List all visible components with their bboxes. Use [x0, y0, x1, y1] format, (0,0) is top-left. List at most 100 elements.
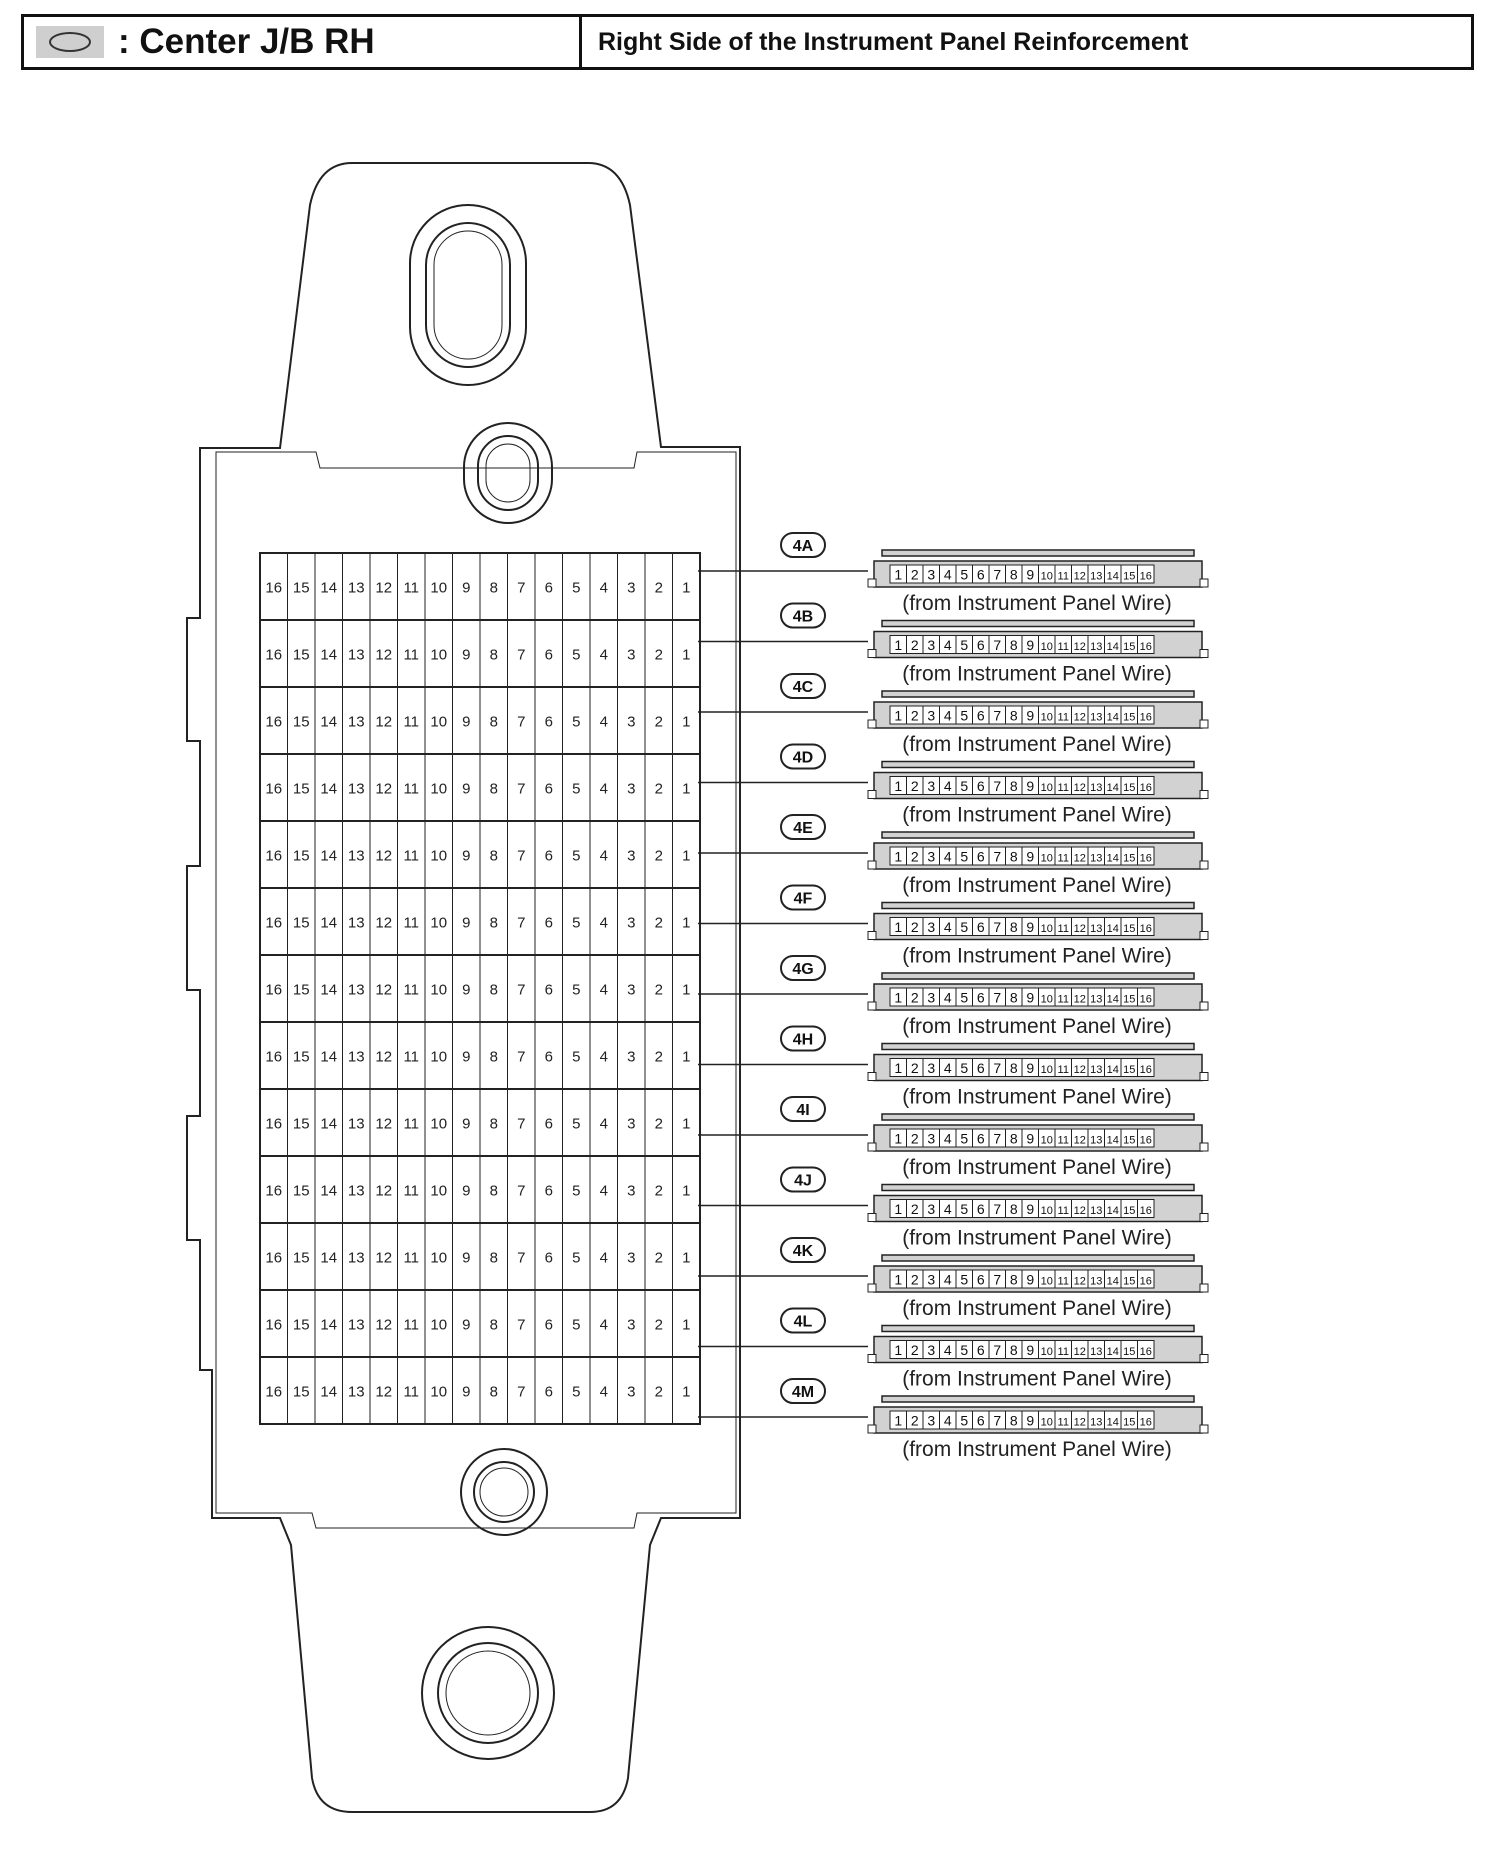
grid-pin-label: 4: [600, 848, 608, 865]
connector-pin-label: 11: [1058, 1205, 1069, 1217]
grid-pin-label: 2: [655, 1183, 663, 1200]
connector-pin-label: 4: [944, 1060, 952, 1076]
grid-pin-label: 12: [375, 580, 392, 597]
grid-pin-label: 1: [682, 1250, 690, 1267]
connector-latch-icon: [881, 760, 1195, 769]
connector-pin-label: 11: [1058, 712, 1069, 724]
grid-pin-label: 10: [430, 1250, 447, 1267]
connector-id-label: 4G: [792, 961, 813, 978]
connector-pin-label: 3: [927, 919, 935, 935]
connector-pin-label: 3: [927, 990, 935, 1006]
grid-pin-label: 14: [320, 1317, 337, 1334]
grid-pin-label: 8: [490, 1049, 498, 1066]
grid-pin-label: 2: [655, 1384, 663, 1401]
connector-latch-icon: [881, 901, 1195, 910]
grid-pin-label: 4: [600, 580, 608, 597]
grid-pin-label: 9: [462, 915, 470, 932]
connector-pin-label: 6: [977, 1413, 985, 1429]
connector-source-label: (from Instrument Panel Wire): [902, 804, 1172, 827]
grid-pin-label: 7: [517, 1250, 525, 1267]
grid-pin-label: 8: [490, 714, 498, 731]
grid-pin-label: 16: [265, 647, 282, 664]
grid-pin-label: 9: [462, 848, 470, 865]
grid-pin-label: 10: [430, 1049, 447, 1066]
connector-pin-label: 3: [927, 778, 935, 794]
connector-pin-label: 2: [911, 1413, 919, 1429]
connector-pin-label: 2: [911, 778, 919, 794]
connector-pin-label: 1: [894, 1060, 902, 1076]
connector-pin-label: 5: [960, 849, 968, 865]
connector-pin-label: 16: [1140, 994, 1152, 1006]
connector-pin-label: 11: [1058, 1276, 1069, 1288]
grid-pin-label: 9: [462, 1250, 470, 1267]
connector-source-label: (from Instrument Panel Wire): [902, 592, 1172, 615]
grid-pin-label: 8: [490, 1384, 498, 1401]
connector-pin-label: 16: [1140, 853, 1152, 865]
grid-pin-label: 4: [600, 714, 608, 731]
connector-pin-label: 9: [1026, 778, 1034, 794]
grid-pin-label: 9: [462, 1384, 470, 1401]
grid-pin-label: 3: [627, 1317, 635, 1334]
grid-pin-label: 15: [293, 647, 310, 664]
connector-pin-cell: [1137, 705, 1155, 725]
connector-pin-cell: [1137, 846, 1155, 866]
housing-inner-outline: [215, 451, 737, 1529]
grid-pin-label: 13: [348, 915, 365, 932]
grid-pin-label: 9: [462, 1317, 470, 1334]
connector-pin-label: 11: [1058, 994, 1069, 1006]
grid-pin-label: 7: [517, 647, 525, 664]
connector-pin-label: 9: [1026, 708, 1034, 724]
grid-pin-label: 7: [517, 982, 525, 999]
connector-pin-label: 3: [927, 849, 935, 865]
connector-pin-label: 8: [1010, 778, 1018, 794]
grid-pin-label: 9: [462, 647, 470, 664]
connector-pin-label: 15: [1123, 641, 1135, 653]
connector-pin-label: 2: [911, 1060, 919, 1076]
connector-pin-label: 1: [894, 849, 902, 865]
connector-pin-label: 10: [1041, 923, 1053, 935]
connector-pin-label: 2: [911, 1131, 919, 1147]
connector-pin-label: 10: [1041, 712, 1053, 724]
connector-pin-cell: [1137, 1269, 1155, 1289]
connector-pin-label: 5: [960, 1060, 968, 1076]
connector-pin-label: 3: [927, 1272, 935, 1288]
connector-pin-label: 6: [977, 778, 985, 794]
grid-pin-label: 6: [545, 1049, 553, 1066]
connector-pin-label: 7: [993, 1131, 1001, 1147]
grid-pin-label: 13: [348, 982, 365, 999]
grid-pin-label: 4: [600, 781, 608, 798]
connector-pin-cell: [1137, 1058, 1155, 1077]
grid-pin-label: 10: [430, 580, 447, 597]
connector-latch-icon: [881, 1324, 1195, 1333]
connector-pin-label: 11: [1058, 923, 1069, 935]
connector-pin-label: 11: [1058, 853, 1069, 865]
connector-pin-cell: [1137, 917, 1155, 936]
grid-pin-label: 5: [572, 1116, 580, 1133]
connector-pin-label: 1: [894, 1201, 902, 1217]
connector-pin-label: 12: [1074, 712, 1086, 724]
grid-pin-label: 6: [545, 781, 553, 798]
grid-pin-label: 16: [265, 1250, 282, 1267]
legend-oval-icon: [36, 26, 104, 58]
connector-id-badge: [780, 602, 826, 629]
connector-pin-label: 7: [993, 1272, 1001, 1288]
connector-pin-label: 13: [1090, 1346, 1102, 1358]
connector-pin-label: 15: [1123, 1417, 1135, 1429]
page-title: : Center J/B RH: [118, 22, 375, 61]
connector-pin-label: 15: [1123, 853, 1135, 865]
connector-pin-label: 10: [1041, 994, 1053, 1006]
grid-pin-label: 8: [490, 580, 498, 597]
grid-pin-label: 1: [682, 1183, 690, 1200]
connector-pin-label: 16: [1140, 571, 1152, 583]
grid-pin-label: 4: [600, 1317, 608, 1334]
grid-pin-label: 10: [430, 647, 447, 664]
grid-pin-label: 6: [545, 982, 553, 999]
grid-pin-label: 13: [348, 1183, 365, 1200]
grid-pin-label: 2: [655, 1317, 663, 1334]
grid-pin-label: 6: [545, 647, 553, 664]
mounting-hole-lower-center-icon: [460, 1448, 548, 1536]
connector-pin-label: 7: [993, 567, 1001, 583]
